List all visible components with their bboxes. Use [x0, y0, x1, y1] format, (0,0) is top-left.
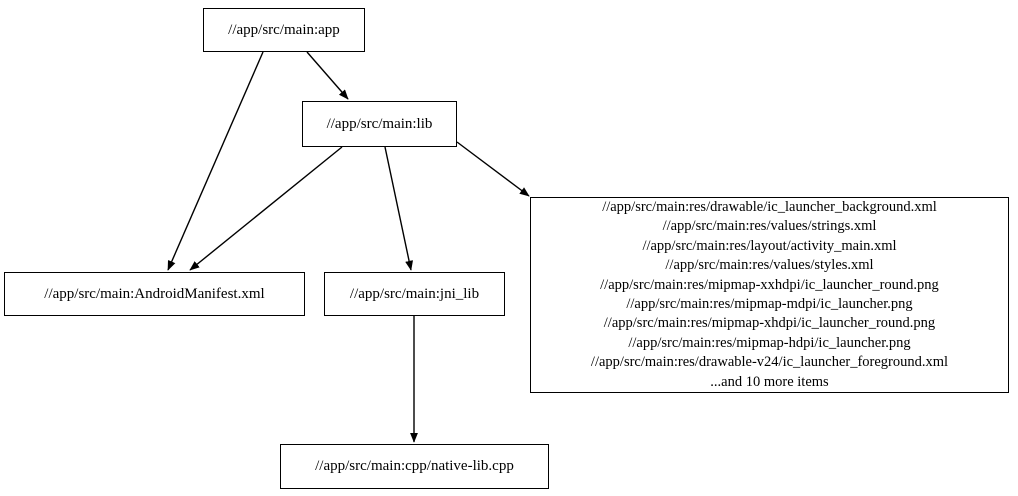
graph-node-manifest[interactable]: //app/src/main:AndroidManifest.xml: [4, 272, 305, 316]
graph-node-label: //app/src/main:app: [228, 21, 340, 38]
graph-edge-lib-to-res_group: [456, 141, 530, 197]
graph-edge-app-to-manifest: [167, 51, 264, 271]
graph-edge-app-to-lib: [306, 51, 349, 100]
graph-node-app[interactable]: //app/src/main:app: [203, 8, 365, 52]
graph-node-label: //app/src/main:cpp/native-lib.cpp: [315, 458, 514, 474]
graph-edge-lib-to-manifest: [189, 146, 343, 271]
graph-node-label: //app/src/main:lib: [326, 115, 433, 132]
graph-edge-lib-to-jni_lib: [384, 146, 414, 271]
graph-node-label: //app/src/main:AndroidManifest.xml: [44, 285, 265, 302]
graph-node-label: //app/src/main:res/drawable/ic_launcher_…: [590, 198, 949, 390]
graph-node-jni_lib[interactable]: //app/src/main:jni_lib: [324, 272, 505, 316]
graph-node-native_lib[interactable]: //app/src/main:cpp/native-lib.cpp: [280, 444, 549, 489]
graph-node-lib[interactable]: //app/src/main:lib: [302, 101, 457, 147]
graph-node-label: //app/src/main:jni_lib: [349, 285, 480, 302]
graph-node-res_group[interactable]: //app/src/main:res/drawable/ic_launcher_…: [530, 197, 1009, 393]
